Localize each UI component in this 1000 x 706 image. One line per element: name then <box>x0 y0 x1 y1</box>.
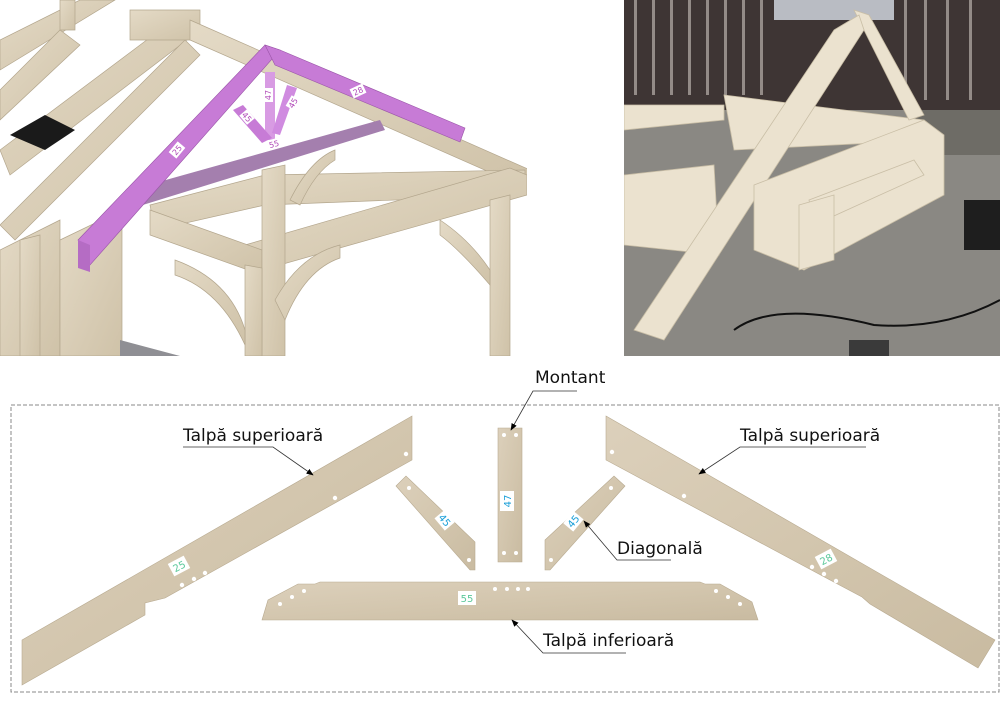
render-tag-tie-beam: 55 <box>268 139 280 150</box>
callout-top-chord-left: Talpă superioară <box>182 426 323 476</box>
truss-exploded-diagram: 25 28 47 45 45 <box>0 356 1000 702</box>
tool <box>964 200 1000 250</box>
right-top-chord: 28 <box>605 415 996 669</box>
label-diagonal: Diagonală <box>617 539 703 559</box>
label-top-chord-left: Talpă superioară <box>182 426 323 446</box>
callout-diagonal: Diagonală <box>583 520 703 561</box>
part-number-king-post: 47 <box>503 495 514 508</box>
power-cable <box>733 299 1000 331</box>
floor-shadow <box>120 340 180 356</box>
left-diagonal: 45 <box>395 475 476 571</box>
label-top-chord-right: Talpă superioară <box>739 426 880 446</box>
part-number-bottom-chord: 55 <box>461 594 474 605</box>
render-tag-king-post: 47 <box>264 90 273 100</box>
callout-king-post: Montant <box>510 368 606 431</box>
callout-bottom-chord: Talpă inferioară <box>511 619 674 654</box>
label-bottom-chord: Talpă inferioară <box>542 631 674 651</box>
king-post: 47 <box>497 427 523 563</box>
timber-truss <box>624 9 945 341</box>
render-tag-right-brace: 45 <box>287 97 300 110</box>
timber-frame <box>149 149 527 356</box>
render-svg: 25 28 47 45 45 55 <box>0 0 527 356</box>
tarp <box>774 0 894 20</box>
hammer <box>849 340 889 356</box>
photo-svg <box>624 0 1000 356</box>
diagram-svg: 25 28 47 45 45 <box>10 368 1000 693</box>
left-top-chord: 25 <box>21 415 413 686</box>
truss-right-rafter <box>264 44 466 143</box>
label-king-post: Montant <box>535 368 606 388</box>
right-diagonal: 45 <box>544 475 626 571</box>
diagram-frame <box>10 404 1000 693</box>
part-number-left-top-chord: 25 <box>172 559 188 575</box>
roof-opening <box>10 115 75 150</box>
timber-truss-photo <box>624 0 1000 356</box>
truss-left-rafter-end <box>78 240 90 272</box>
render-tag-right-rafter: 28 <box>352 85 365 97</box>
render-part-tags: 25 28 47 45 45 55 <box>168 83 367 159</box>
fence-slats <box>634 0 972 100</box>
part-number-right-top-chord: 28 <box>819 552 835 568</box>
timber-frame-render: 25 28 47 45 45 55 <box>0 0 527 356</box>
bottom-chord: 55 <box>261 581 759 621</box>
truss-tie-beam <box>120 120 385 212</box>
callout-top-chord-right: Talpă superioară <box>698 426 880 475</box>
